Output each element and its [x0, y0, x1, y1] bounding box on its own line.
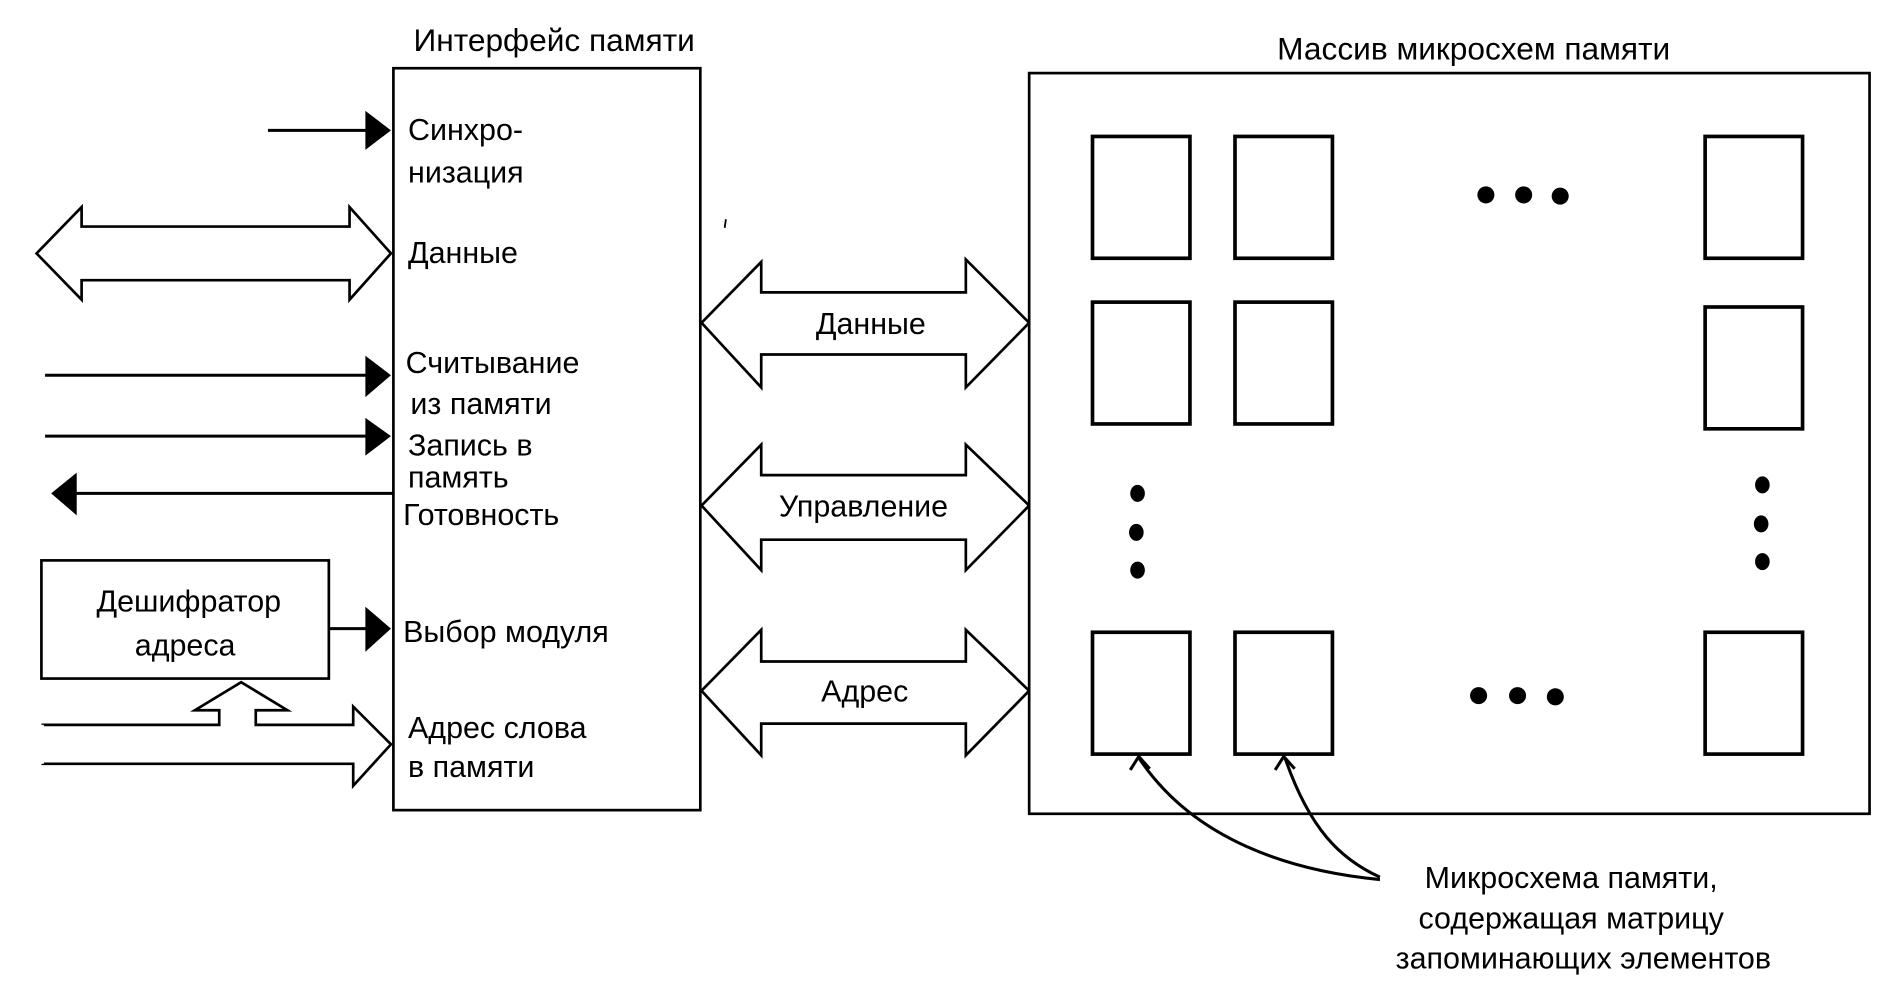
- ready-arrow: [51, 472, 394, 516]
- memory-chip: [1703, 630, 1805, 756]
- callout-line2: содержащая матрицу: [1419, 901, 1725, 935]
- memory-chip: [1703, 305, 1805, 431]
- horizontal-ellipsis-bottom: [1470, 687, 1564, 706]
- signal-sync-line2: низация: [408, 156, 524, 190]
- callout-pointers: [1128, 754, 1381, 882]
- write-arrow: [45, 417, 391, 456]
- interface-title: Интерфейс памяти: [413, 22, 694, 58]
- interface-box: [392, 66, 702, 812]
- callout-line1: Микросхема памяти,: [1425, 861, 1718, 895]
- signal-address-line2: в памяти: [408, 750, 534, 784]
- memory-chip: [1233, 300, 1335, 426]
- signal-read-line1: Считывание: [406, 346, 580, 380]
- signal-write-line2: память: [408, 460, 509, 494]
- array-title: Массив микросхем памяти: [1277, 31, 1670, 67]
- signal-data: Данные: [408, 236, 518, 270]
- signal-address-line1: Адрес слова: [408, 711, 587, 745]
- address-bus-arrow: [41, 680, 393, 790]
- memory-chip: [1090, 300, 1192, 426]
- internal-address-bus-label: Адрес: [821, 675, 908, 709]
- vertical-ellipsis-right: [1753, 476, 1770, 571]
- internal-data-bus-label: Данные: [816, 307, 926, 341]
- signal-module-select: Выбор модуля: [403, 615, 609, 649]
- sync-arrow: [267, 110, 391, 150]
- vertical-ellipsis-left: [1129, 484, 1145, 579]
- decoder-label-line2: адреса: [135, 628, 236, 662]
- signal-write-line1: Запись в: [408, 429, 532, 463]
- callout-line3: запоминающих элементов: [1396, 942, 1771, 976]
- module-select-arrow: [328, 606, 391, 652]
- memory-chip: [1233, 134, 1335, 261]
- decoder-label-line1: Дешифратор: [96, 585, 281, 619]
- memory-chip: [1703, 134, 1805, 261]
- memory-chip: [1090, 630, 1192, 756]
- internal-control-bus-label: Управление: [779, 490, 948, 524]
- signal-read-line2: из памяти: [410, 387, 551, 421]
- memory-chip: [1090, 134, 1192, 261]
- memory-chip: [1233, 630, 1335, 756]
- external-data-bus-arrow: [34, 203, 393, 304]
- horizontal-ellipsis-top: [1477, 186, 1569, 205]
- signal-sync-line1: Синхро-: [408, 113, 523, 147]
- stray-mark: [723, 219, 727, 228]
- address-decoder-box: [40, 559, 331, 680]
- signal-ready: Готовность: [403, 498, 559, 532]
- read-arrow: [45, 355, 391, 398]
